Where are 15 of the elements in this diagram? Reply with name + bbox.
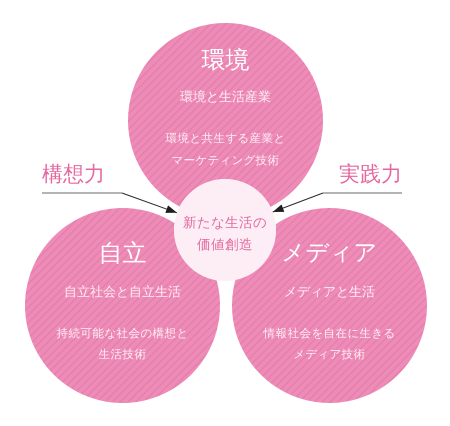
circle-subtitle: メディアと生活	[284, 284, 375, 302]
underlined-label: 構想力	[42, 158, 122, 194]
circle-title: 自立	[98, 238, 146, 269]
circle-subtitle: 環境と生活産業	[180, 89, 271, 107]
circle-description: 環境と共生する産業とマーケティング技術	[164, 130, 286, 169]
circle-description: 持続可能な社会の構想と生活技術	[56, 324, 190, 362]
arrow	[122, 192, 178, 214]
center-text: 新たな生活の価値創造	[182, 214, 268, 255]
circle-subtitle: 自立社会と自立生活	[64, 284, 181, 302]
center-circle	[174, 179, 276, 281]
circle-title: メディア	[282, 238, 378, 268]
arrow	[272, 192, 324, 212]
underlined-label: 実践力	[323, 158, 402, 194]
circle-title: 環境	[202, 45, 250, 76]
circle-description: 情報社会を自在に生きるメディア技術	[262, 324, 396, 362]
